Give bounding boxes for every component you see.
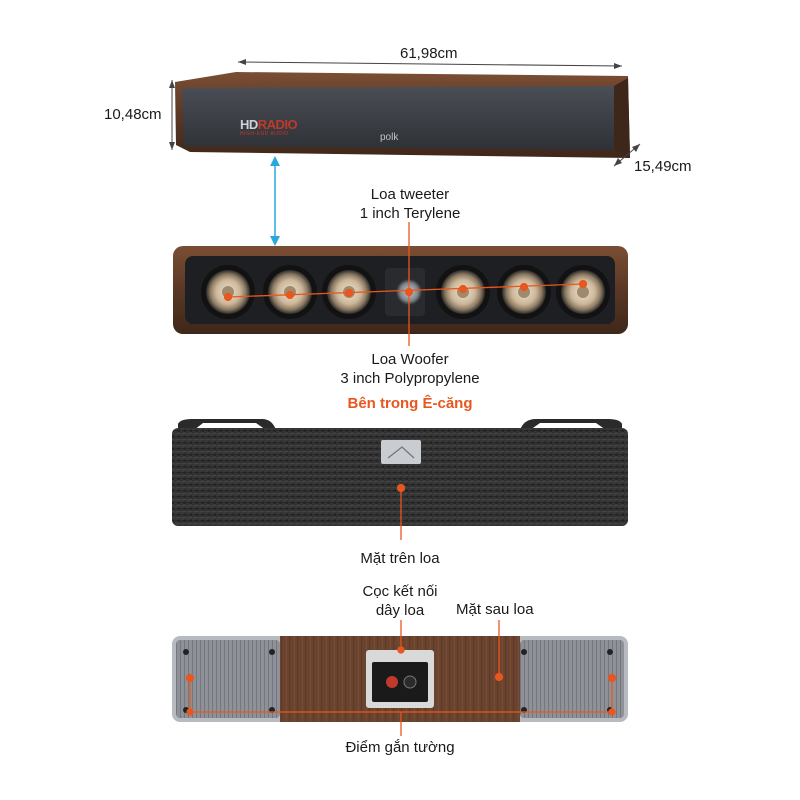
- back-face-label: Mặt sau loa: [456, 601, 534, 618]
- wall-mount-callout: [185, 673, 617, 736]
- woofer-label-line2: 3 inch Polypropylene: [340, 370, 480, 387]
- mount-hole: [183, 649, 189, 655]
- woofer-6: [556, 265, 610, 319]
- woofer-5: [497, 265, 551, 319]
- width-dimension-line: [237, 59, 623, 69]
- grille-removal-arrow: [270, 156, 280, 246]
- polk-brand-mark: polk: [380, 132, 399, 143]
- woofer-1: [201, 265, 255, 319]
- mount-hole: [607, 649, 613, 655]
- speaker-front-drivers: [173, 246, 628, 334]
- mount-hole: [269, 649, 275, 655]
- top-face-label: Mặt trên loa: [360, 550, 440, 567]
- tweeter-label-line1: Loa tweeter: [370, 186, 450, 203]
- speaker-top-view: [172, 419, 628, 526]
- height-dimension-line: [169, 80, 175, 150]
- height-label: 10,48cm: [104, 106, 162, 123]
- width-label: 61,98cm: [400, 45, 458, 62]
- speaker-front-with-grille: [175, 72, 630, 158]
- grille: [182, 86, 614, 150]
- back-face-callout: [494, 620, 504, 682]
- tweeter-label: Loa tweeter 1 inch Terylene: [330, 185, 490, 223]
- red-terminal: [386, 676, 398, 688]
- hdradio-watermark-logo: HDRADIO HIGH-END AUDIO: [240, 117, 298, 137]
- left-heatsink-panel: [176, 640, 280, 718]
- black-terminal: [403, 675, 417, 689]
- woofer-label-line1: Loa Woofer: [371, 351, 449, 368]
- terminal-label-line2: dây loa: [375, 602, 425, 619]
- terminal-label: Cọc kết nối dây loa: [330, 582, 470, 620]
- mount-hole: [521, 649, 527, 655]
- tweeter-label-line2: 1 inch Terylene: [359, 205, 461, 222]
- right-heatsink-panel: [520, 640, 624, 718]
- depth-label: 15,49cm: [634, 158, 692, 175]
- inside-heading: Bên trong Ê-căng: [347, 395, 473, 412]
- depth-dimension-line: [613, 143, 641, 167]
- wall-mount-label: Điểm gắn tường: [345, 739, 455, 756]
- tweeter-callout-line: [404, 222, 414, 297]
- top-face-callout: [396, 483, 406, 540]
- terminal-label-line1: Cọc kết nối: [362, 583, 438, 600]
- woofer-label: Loa Woofer 3 inch Polypropylene: [310, 350, 510, 388]
- polk-badge: [381, 440, 421, 464]
- terminal-callout: [397, 620, 405, 654]
